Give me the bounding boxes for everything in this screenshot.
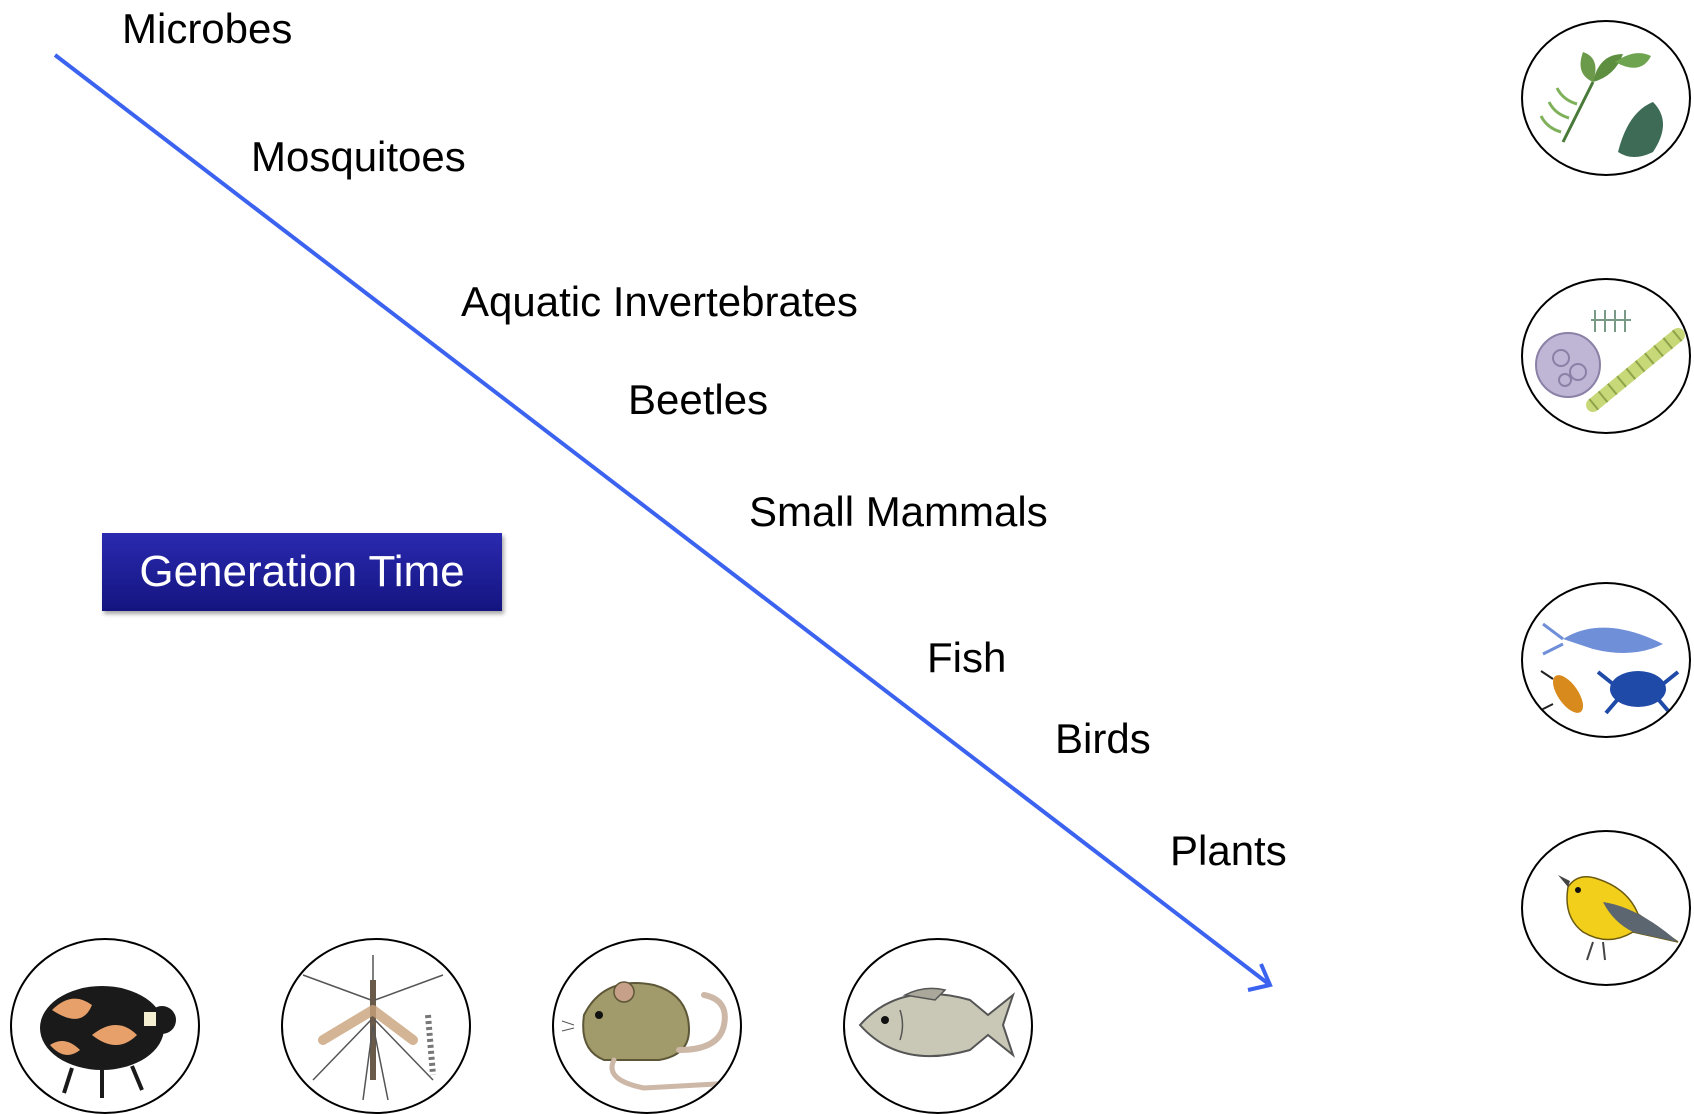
- label-aquatic-invertebrates: Aquatic Invertebrates: [461, 281, 858, 323]
- arrow-line: [55, 55, 1270, 985]
- crustaceans-icon: [1521, 582, 1691, 738]
- mouse-icon: [552, 938, 742, 1114]
- fish-icon: [843, 938, 1033, 1114]
- label-mosquitoes: Mosquitoes: [251, 136, 466, 178]
- microbes-icon: [1521, 278, 1691, 434]
- label-birds: Birds: [1055, 718, 1151, 760]
- label-beetles: Beetles: [628, 379, 768, 421]
- bird-icon: [1521, 830, 1691, 986]
- leaves-icon: [1521, 20, 1691, 176]
- label-microbes: Microbes: [122, 8, 292, 50]
- label-plants: Plants: [1170, 830, 1287, 872]
- label-fish: Fish: [927, 637, 1006, 679]
- beetle-icon: [10, 938, 200, 1114]
- label-small-mammals: Small Mammals: [749, 491, 1048, 533]
- generation-time-label: Generation Time: [102, 533, 502, 611]
- mosquito-icon: [281, 938, 471, 1114]
